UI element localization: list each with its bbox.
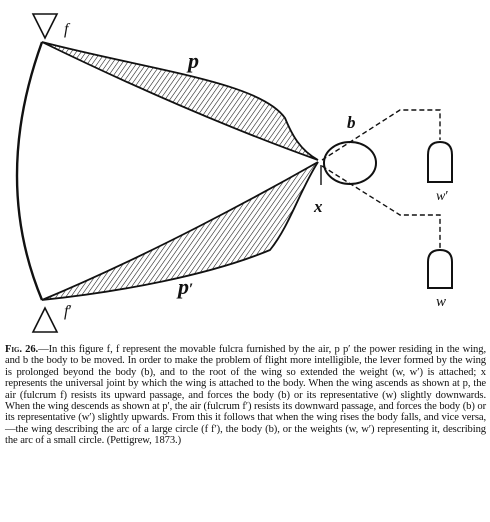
label-f-bottom: f′	[64, 303, 72, 320]
label-x: x	[313, 197, 323, 216]
label-b: b	[347, 113, 356, 132]
label-f-top: f	[64, 21, 71, 38]
label-w-prime: w′	[436, 189, 448, 204]
lever-to-w	[321, 165, 441, 250]
large-arc-ff	[15, 41, 44, 301]
body-b	[323, 141, 377, 185]
figure-number: Fig. 26.	[5, 344, 39, 355]
label-w: w	[436, 294, 446, 310]
lower-wing-p-prime	[41, 161, 319, 301]
fulcrum-f-bottom	[31, 306, 59, 333]
flight-lever-diagram: f f′ p p′ b x w′ w	[15, 13, 453, 333]
figure-caption: Fig. 26.—In this figure f, f represent t…	[5, 344, 486, 447]
caption-text: —In this figure f, f represent the movab…	[5, 344, 486, 447]
upper-wing-p	[41, 41, 319, 161]
label-p-prime: p′	[176, 274, 194, 299]
fulcrum-f-top	[31, 13, 59, 40]
label-p: p	[186, 48, 199, 73]
lever-to-w-prime	[321, 109, 441, 161]
weight-w	[427, 248, 453, 289]
weight-w-prime	[427, 140, 453, 183]
